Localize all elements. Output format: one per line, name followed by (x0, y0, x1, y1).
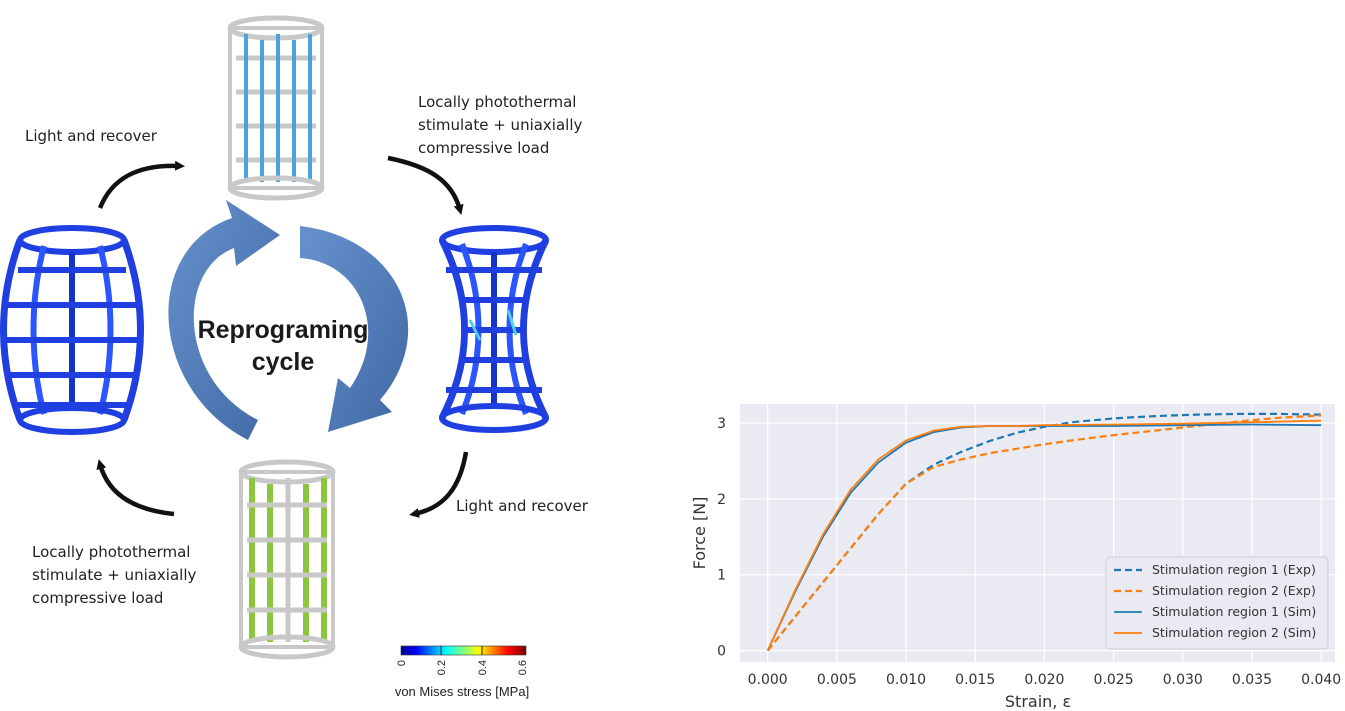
lattice-bottom-grey-green (238, 459, 336, 660)
cycle-arrow-right (300, 226, 409, 432)
x-tick-label: 0.015 (955, 672, 995, 688)
legend-label-1: Stimulation region 1 (Exp) (1152, 562, 1316, 577)
colorbar-tick-0: 0 (396, 660, 408, 666)
label-top-right-1: Locally photothermal (418, 93, 576, 111)
colorbar-title: von Mises stress [MPa] (395, 684, 529, 699)
label-top-right-2: stimulate + uniaxially (418, 116, 583, 134)
lattice-left-bulged (0, 225, 144, 435)
label-bottom-left-1: Locally photothermal (32, 543, 190, 561)
x-tick-label: 0.030 (1163, 672, 1203, 688)
chart-y-axis-label: Force [N] (690, 497, 709, 570)
legend-box (1105, 556, 1329, 650)
legend-label-2: Stimulation region 2 (Exp) (1152, 583, 1316, 598)
label-bottom-left-3: compressive load (32, 589, 163, 607)
chart-x-ticks: 0.000 0.005 0.010 0.015 0.020 0.025 0.030 0.035… (748, 672, 1342, 688)
x-tick-label: 0.040 (1301, 672, 1341, 688)
lattice-right-deformed (438, 225, 550, 433)
chart-lines (766, 412, 1322, 652)
label-top-right-3: compressive load (418, 139, 549, 157)
cycle-label-line2: cycle (252, 348, 315, 376)
chart-x-axis-label: Strain, ε (1005, 692, 1071, 711)
arrow-right-to-bottom (409, 451, 469, 518)
legend-label-3: Stimulation region 1 (Sim) (1152, 604, 1316, 619)
lattice-top-grey-blue (227, 15, 325, 201)
x-tick-label: 0.035 (1232, 672, 1272, 688)
colorbar-tick-1: 0.2 (436, 660, 448, 675)
cycle-arrows (168, 200, 409, 440)
y-tick-label: 2 (717, 492, 726, 508)
y-tick-label: 1 (717, 568, 726, 584)
chart-y-ticks: 0 1 2 3 (717, 416, 726, 660)
legend-items: Stimulation region 1 (Exp) Stimulation re… (1114, 562, 1316, 640)
x-tick-label: 0.010 (886, 672, 926, 688)
cycle-arrow-left (168, 200, 280, 440)
colorbar-tick-2: 0.4 (477, 660, 489, 675)
chart-legend: Stimulation region 1 (Exp) Stimulation re… (1105, 556, 1329, 650)
connector-arrows (96, 155, 469, 518)
x-tick-label: 0.005 (817, 672, 857, 688)
x-tick-label: 0.000 (748, 672, 788, 688)
legend-label-4: Stimulation region 2 (Sim) (1152, 625, 1316, 640)
force-strain-chart: 0.000 0.005 0.010 0.015 0.020 0.025 0.030 0.035… (690, 404, 1341, 711)
label-bottom-right: Light and recover (456, 497, 589, 515)
cycle-label-line1: Reprograming (198, 316, 369, 344)
x-tick-label: 0.025 (1094, 672, 1134, 688)
label-bottom-left-2: stimulate + uniaxially (32, 566, 197, 584)
arrow-left-to-top (97, 160, 185, 209)
reprogramming-diagram: Reprograming cycle (0, 15, 589, 699)
label-top-left: Light and recover (25, 127, 158, 145)
arrow-bottom-to-left (96, 459, 175, 517)
y-tick-label: 0 (717, 644, 726, 660)
colorbar-tick-3: 0.6 (517, 660, 529, 675)
arrow-top-to-right (387, 155, 464, 215)
stress-colorbar: 0 0.2 0.4 0.6 von Mises stress [MPa] (395, 645, 529, 699)
x-tick-label: 0.020 (1024, 672, 1064, 688)
series-line-4 (766, 419, 1322, 651)
y-tick-label: 3 (717, 416, 726, 432)
